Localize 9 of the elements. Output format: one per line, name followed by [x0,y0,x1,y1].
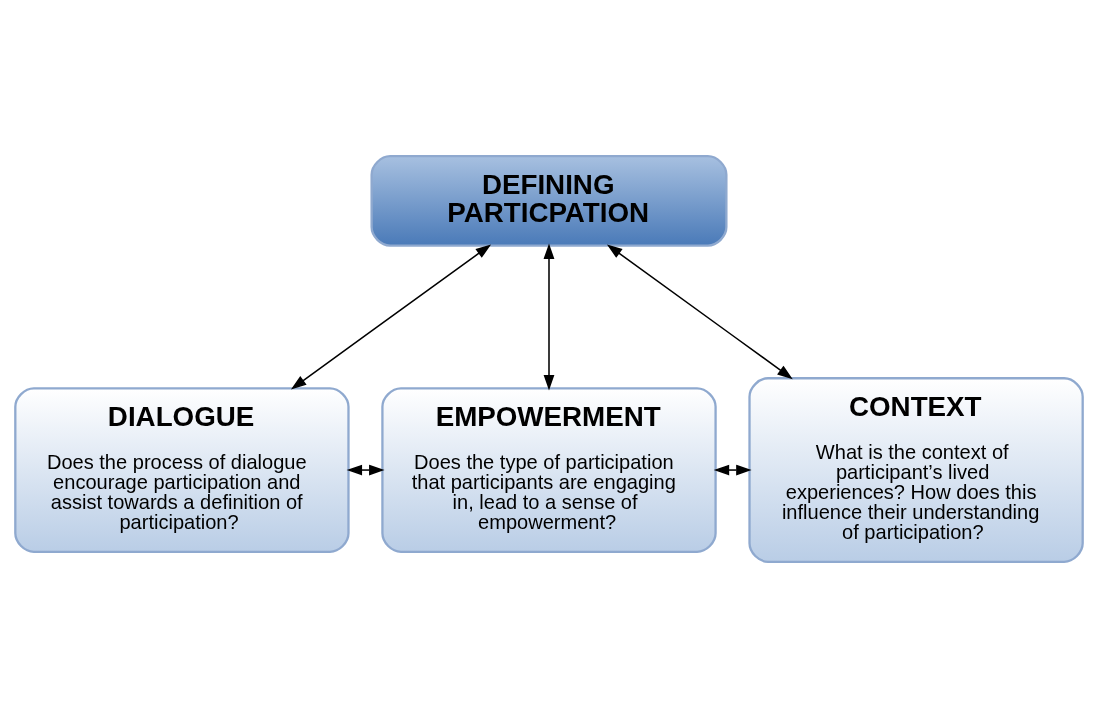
node-box: DEFINING PARTICPATION [370,154,728,247]
arrow [713,464,752,475]
arrow [290,243,492,389]
node-box: CONTEXT What is the context of participant’s lived experiences? How does this influence their understanding of participation? [748,376,1084,563]
arrow [346,464,385,475]
arrow [543,242,555,390]
node-box: DIALOGUE Does the process of dialogue encourage participation and assist towards a definition of participation? [14,386,350,553]
arrow [606,243,793,379]
node-box: EMPOWERMENT Does the type of participation that participants are engaging in, lead to a sense of empowerment? [381,386,717,553]
